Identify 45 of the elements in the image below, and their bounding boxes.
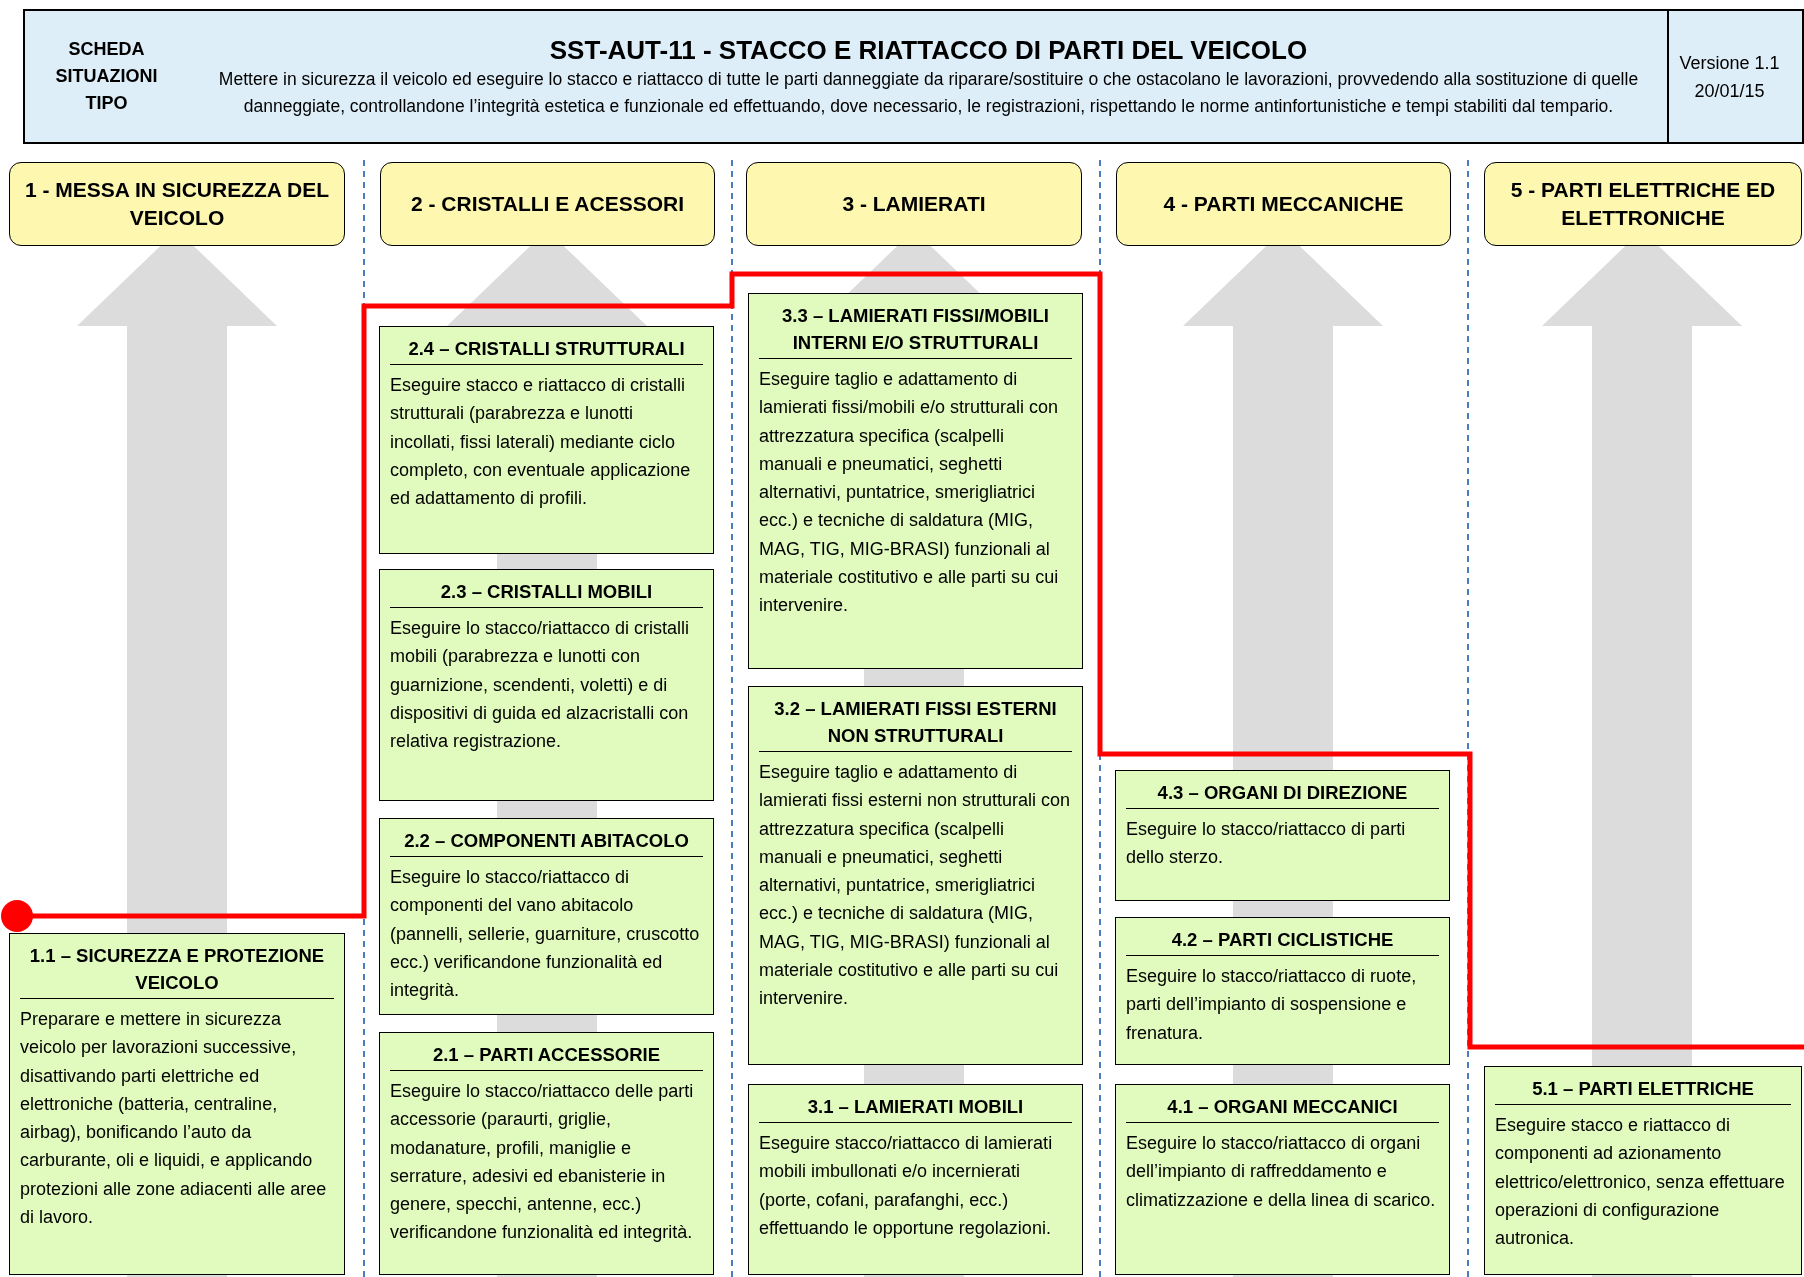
task-card [1115,770,1450,901]
task-card [9,933,345,1275]
card-description: Eseguire lo stacco/riattacco di ruote, parti dell’impianto di sospensione e frenatura. [1126,965,1418,1045]
card-heading: 4.1 – ORGANI MECCANICI [1126,1093,1439,1123]
card-heading: 3.1 – LAMIERATI MOBILI [759,1093,1072,1123]
task-card [379,569,714,801]
card-description: Eseguire taglio e adattamento di lamierati fissi esterni non strutturali con attrezzatura specifica (scalpelli manuali e pneumatici, seghetti alternativi, puntatrice, smerigliatrici ecc.) e tecniche di saldatura (MIG, MAG, TIG, MIG-BRASI) funzionali al materiale costitutivo e alle parti su cui intervenire. [759,761,1072,1011]
task-card [748,293,1083,669]
card-heading: 4.3 – ORGANI DI DIREZIONE [1126,779,1439,809]
category-header: 4 - PARTI MECCANICHE [1116,162,1451,246]
version-label: Versione 1.1 20/01/15 [1667,9,1804,144]
card-description: Eseguire taglio e adattamento di lamierati fissi/mobili e/o strutturali con attrezzatura specifica (scalpelli manuali e pneumatici, seghetti alternativi, puntatrice, smerigliatrici ecc.) e tecniche di saldatura (MIG, MAG, TIG, MIG-BRASI) funzionali al materiale costitutivo e alle parti su cui intervenire. [759,368,1060,618]
card-description: Eseguire stacco e riattacco di cristalli strutturali (parabrezza e lunotti incollati, fissi laterali) mediante ciclo completo, con eventuale applicazione ed adattamento di profili. [390,374,692,511]
title: SST-AUT-11 - STACCO E RIATTACCO DI PARTI DEL VEICOLO [549,33,1308,66]
card-heading: 2.3 – CRISTALLI MOBILI [390,578,703,608]
description-text: Mettere in sicurezza il veicolo ed eseguire lo stacco e riattacco di tutte le parti danneggiate da riparare/sostituire o che ostacolano le lavorazioni, provvedendo alla sostituzione di quelle danneggiate, controllandone l’integrità estetica e funzionale ed effettuando, dove necessario, le registrazioni, rispettando le norme antinfortunistiche e tempi stabiliti dal tempario. [217,67,1640,118]
task-card [748,686,1083,1065]
task-card [748,1084,1083,1275]
sheet-type-label: SCHEDA SITUAZIONI TIPO [23,9,190,144]
card-description: Eseguire lo stacco/riattacco di organi dell’impianto di raffreddamento e climatizzazione e della linea di scarico. [1126,1132,1437,1212]
card-description: Eseguire lo stacco/riattacco di cristalli mobili (parabrezza e lunotti con guarnizione, scendenti, voletti) e di dispositivi di guida ed alzacristalli con relativa registrazione. [390,617,691,754]
card-heading: 3.3 – LAMIERATI FISSI/MOBILI INTERNI E/O STRUTTURALI [759,302,1072,359]
card-description: Eseguire stacco e riattacco di componenti ad azionamento elettrico/elettronico, senza effettuare operazioni di configurazione autronica. [1495,1114,1786,1251]
card-heading: 2.4 – CRISTALLI STRUTTURALI [390,335,703,365]
card-description: Eseguire stacco/riattacco di lamierati mobili imbullonati e/o incernierati (porte, cofani, parafanghi, ecc.) effettuando le opportune regolazioni. [759,1132,1054,1240]
category-header: 3 - LAMIERATI [746,162,1082,246]
card-description: Preparare e mettere in sicurezza veicolo per lavorazioni successive, disattivando parti elettriche ed elettroniche (batteria, centraline, airbag), bonificando l’auto da carburante, oli e liquidi, e applicando protezioni alle zone adiacenti alle aree di lavoro. [20,1008,328,1230]
task-card [1115,917,1450,1065]
category-header: 5 - PARTI ELETTRICHE ED ELETTRONICHE [1484,162,1802,246]
task-card [379,326,714,554]
card-heading: 1.1 – SICUREZZA E PROTEZIONE VEICOLO [20,942,334,999]
category-header: 2 - CRISTALLI E ACESSORI [380,162,715,246]
card-heading: 4.2 – PARTI CICLISTICHE [1126,926,1439,956]
card-heading: 2.2 – COMPONENTI ABITACOLO [390,827,703,857]
card-description: Eseguire lo stacco/riattacco delle parti accessorie (paraurti, griglie, modanature, profili, maniglie e serrature, adesivi ed ebanisterie in genere, specchi, antenne, ecc.) verificandone funzionalità ed integrità. [390,1080,695,1245]
task-card [1484,1066,1802,1275]
card-description: Eseguire lo stacco/riattacco di parti dello sterzo. [1126,818,1407,870]
task-card [1115,1084,1450,1275]
card-description: Eseguire lo stacco/riattacco di componenti del vano abitacolo (pannelli, sellerie, guarniture, cruscotto ecc.) verificandone funzionalità ed integrità. [390,866,701,1003]
category-header: 1 - MESSA IN SICUREZZA DEL VEICOLO [9,162,345,246]
card-heading: 3.2 – LAMIERATI FISSI ESTERNI NON STRUTTURALI [759,695,1072,752]
card-heading: 2.1 – PARTI ACCESSORIE [390,1041,703,1071]
task-card [379,1032,714,1275]
task-card [379,818,714,1015]
card-heading: 5.1 – PARTI ELETTRICHE [1495,1075,1791,1105]
